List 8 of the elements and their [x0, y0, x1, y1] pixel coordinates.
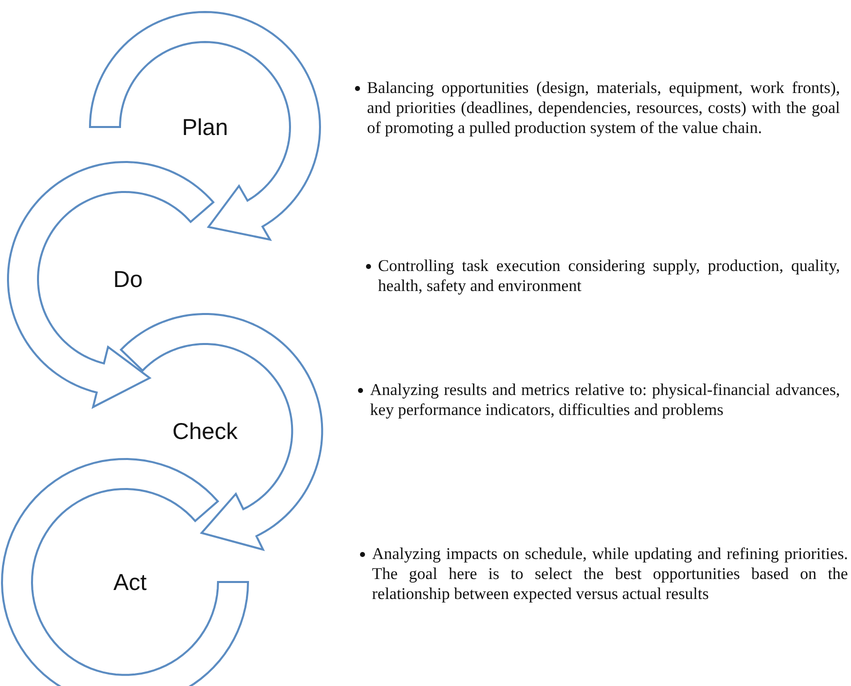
stage-label: Check [172, 416, 238, 445]
description-text: Controlling task execution considering supply, production, quality, health, safety and environment [378, 256, 840, 296]
description-text: Analyzing impacts on schedule, while updating and refining priorities. The goal here is to select the best opportunities based on the relationship between expected versus actual results [372, 544, 848, 604]
description-text: Analyzing results and metrics relative to: physical-financial advances, key performance indicators, difficulties and problems [370, 380, 840, 420]
stage-label: Do [113, 264, 143, 293]
stage-label: Plan [182, 113, 228, 141]
description-text: Balancing opportunities (design, materials, equipment, work fronts), and priorities (deadlines, dependencies, resources, costs) with the goal of promoting a pulled production system of the value chain. [367, 78, 840, 138]
stage-label: Act [113, 568, 147, 596]
